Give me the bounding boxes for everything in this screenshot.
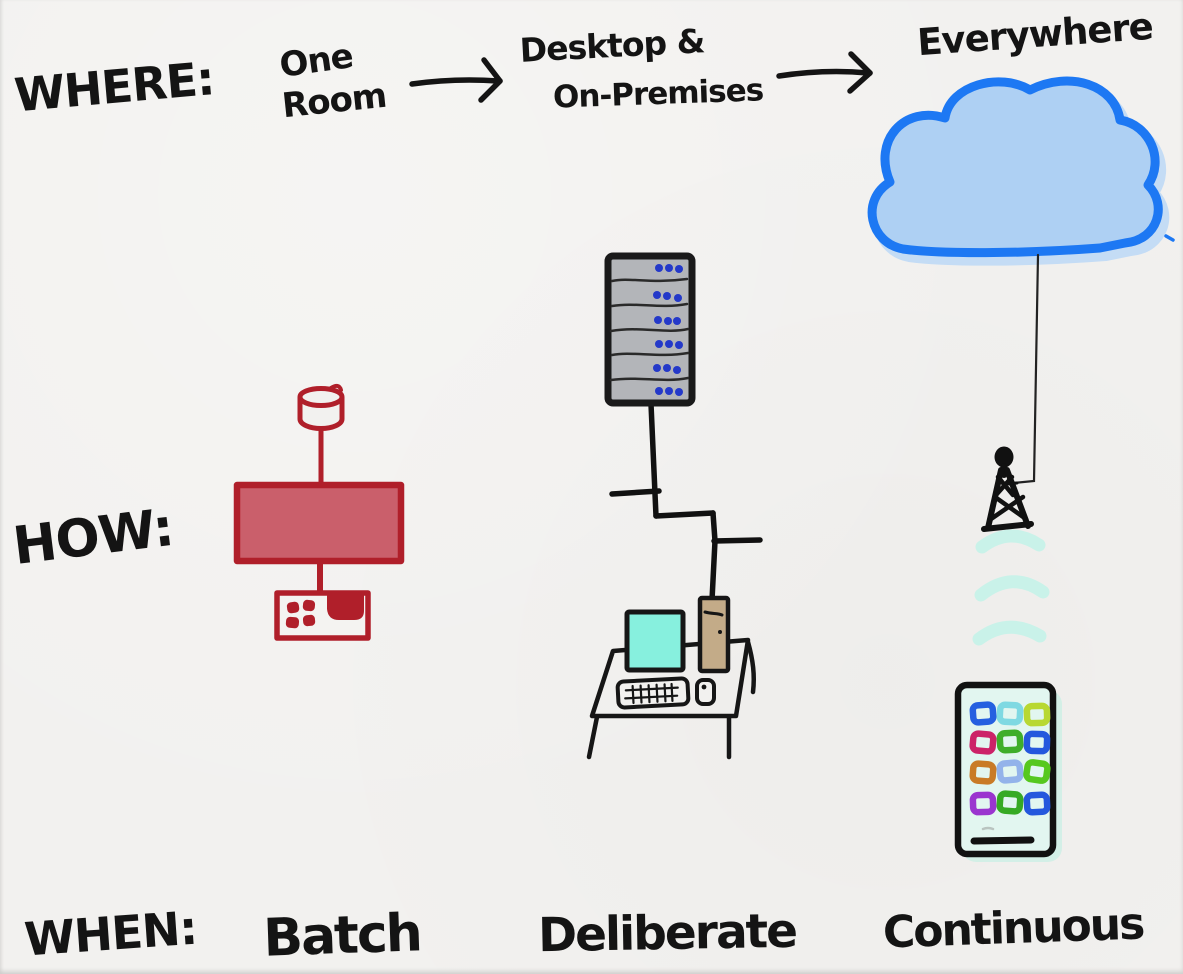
mainframe-cabinet-icon xyxy=(233,481,405,565)
how-row-label: HOW: xyxy=(10,498,176,577)
tower-pc-icon xyxy=(697,595,731,674)
smartphone-icon xyxy=(954,681,1062,862)
stray-mark xyxy=(1164,234,1175,242)
wifi-waves-icon xyxy=(972,529,1050,646)
stage3-when-label: Continuous xyxy=(882,898,1145,958)
app-grid-icon xyxy=(969,701,1051,816)
stage2-where-line2: On-Premises xyxy=(552,72,763,115)
stage1-where-line1: One xyxy=(277,36,355,86)
stage3-where-line1: Everywhere xyxy=(916,5,1154,64)
mainframe-tape-punchcard-icon xyxy=(233,383,405,641)
cell-tower-icon xyxy=(981,446,1034,532)
right-arrow-icon xyxy=(776,51,873,94)
server-led-lights xyxy=(653,264,683,396)
server-rack-icon xyxy=(604,252,696,407)
keyboard-icon xyxy=(615,676,691,710)
where-row-label: WHERE: xyxy=(12,51,216,122)
tape-reel-icon xyxy=(297,383,345,431)
screen-scribble xyxy=(981,826,995,831)
stage1-when-label: Batch xyxy=(262,903,421,968)
cloud-to-tower-line xyxy=(1011,253,1040,485)
stage2-when-label: Deliberate xyxy=(538,904,797,963)
cloud-icon xyxy=(867,76,1175,266)
stage2-where-line1: Desktop & xyxy=(519,21,706,70)
punch-card-machine-icon xyxy=(274,590,371,641)
home-bar-icon xyxy=(970,836,1035,845)
network-cable-icon xyxy=(609,401,763,603)
monitor-icon xyxy=(624,609,686,673)
when-row-label: WHEN: xyxy=(23,901,199,967)
right-arrow-icon xyxy=(409,57,503,103)
mouse-icon xyxy=(695,678,716,706)
